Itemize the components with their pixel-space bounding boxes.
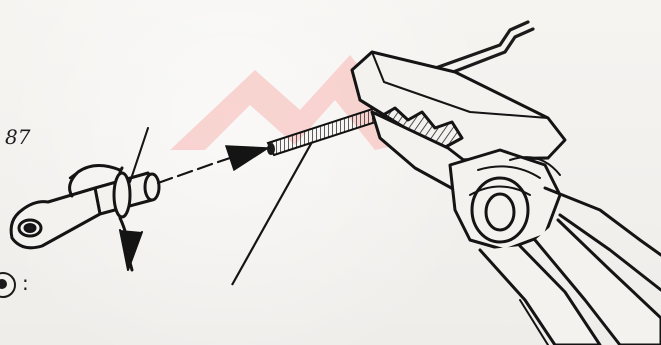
- insertion-arrow: [158, 146, 268, 183]
- callout-label-87: 87: [5, 125, 30, 149]
- pliers-tool: [352, 52, 661, 345]
- callout-colon: :: [22, 271, 29, 295]
